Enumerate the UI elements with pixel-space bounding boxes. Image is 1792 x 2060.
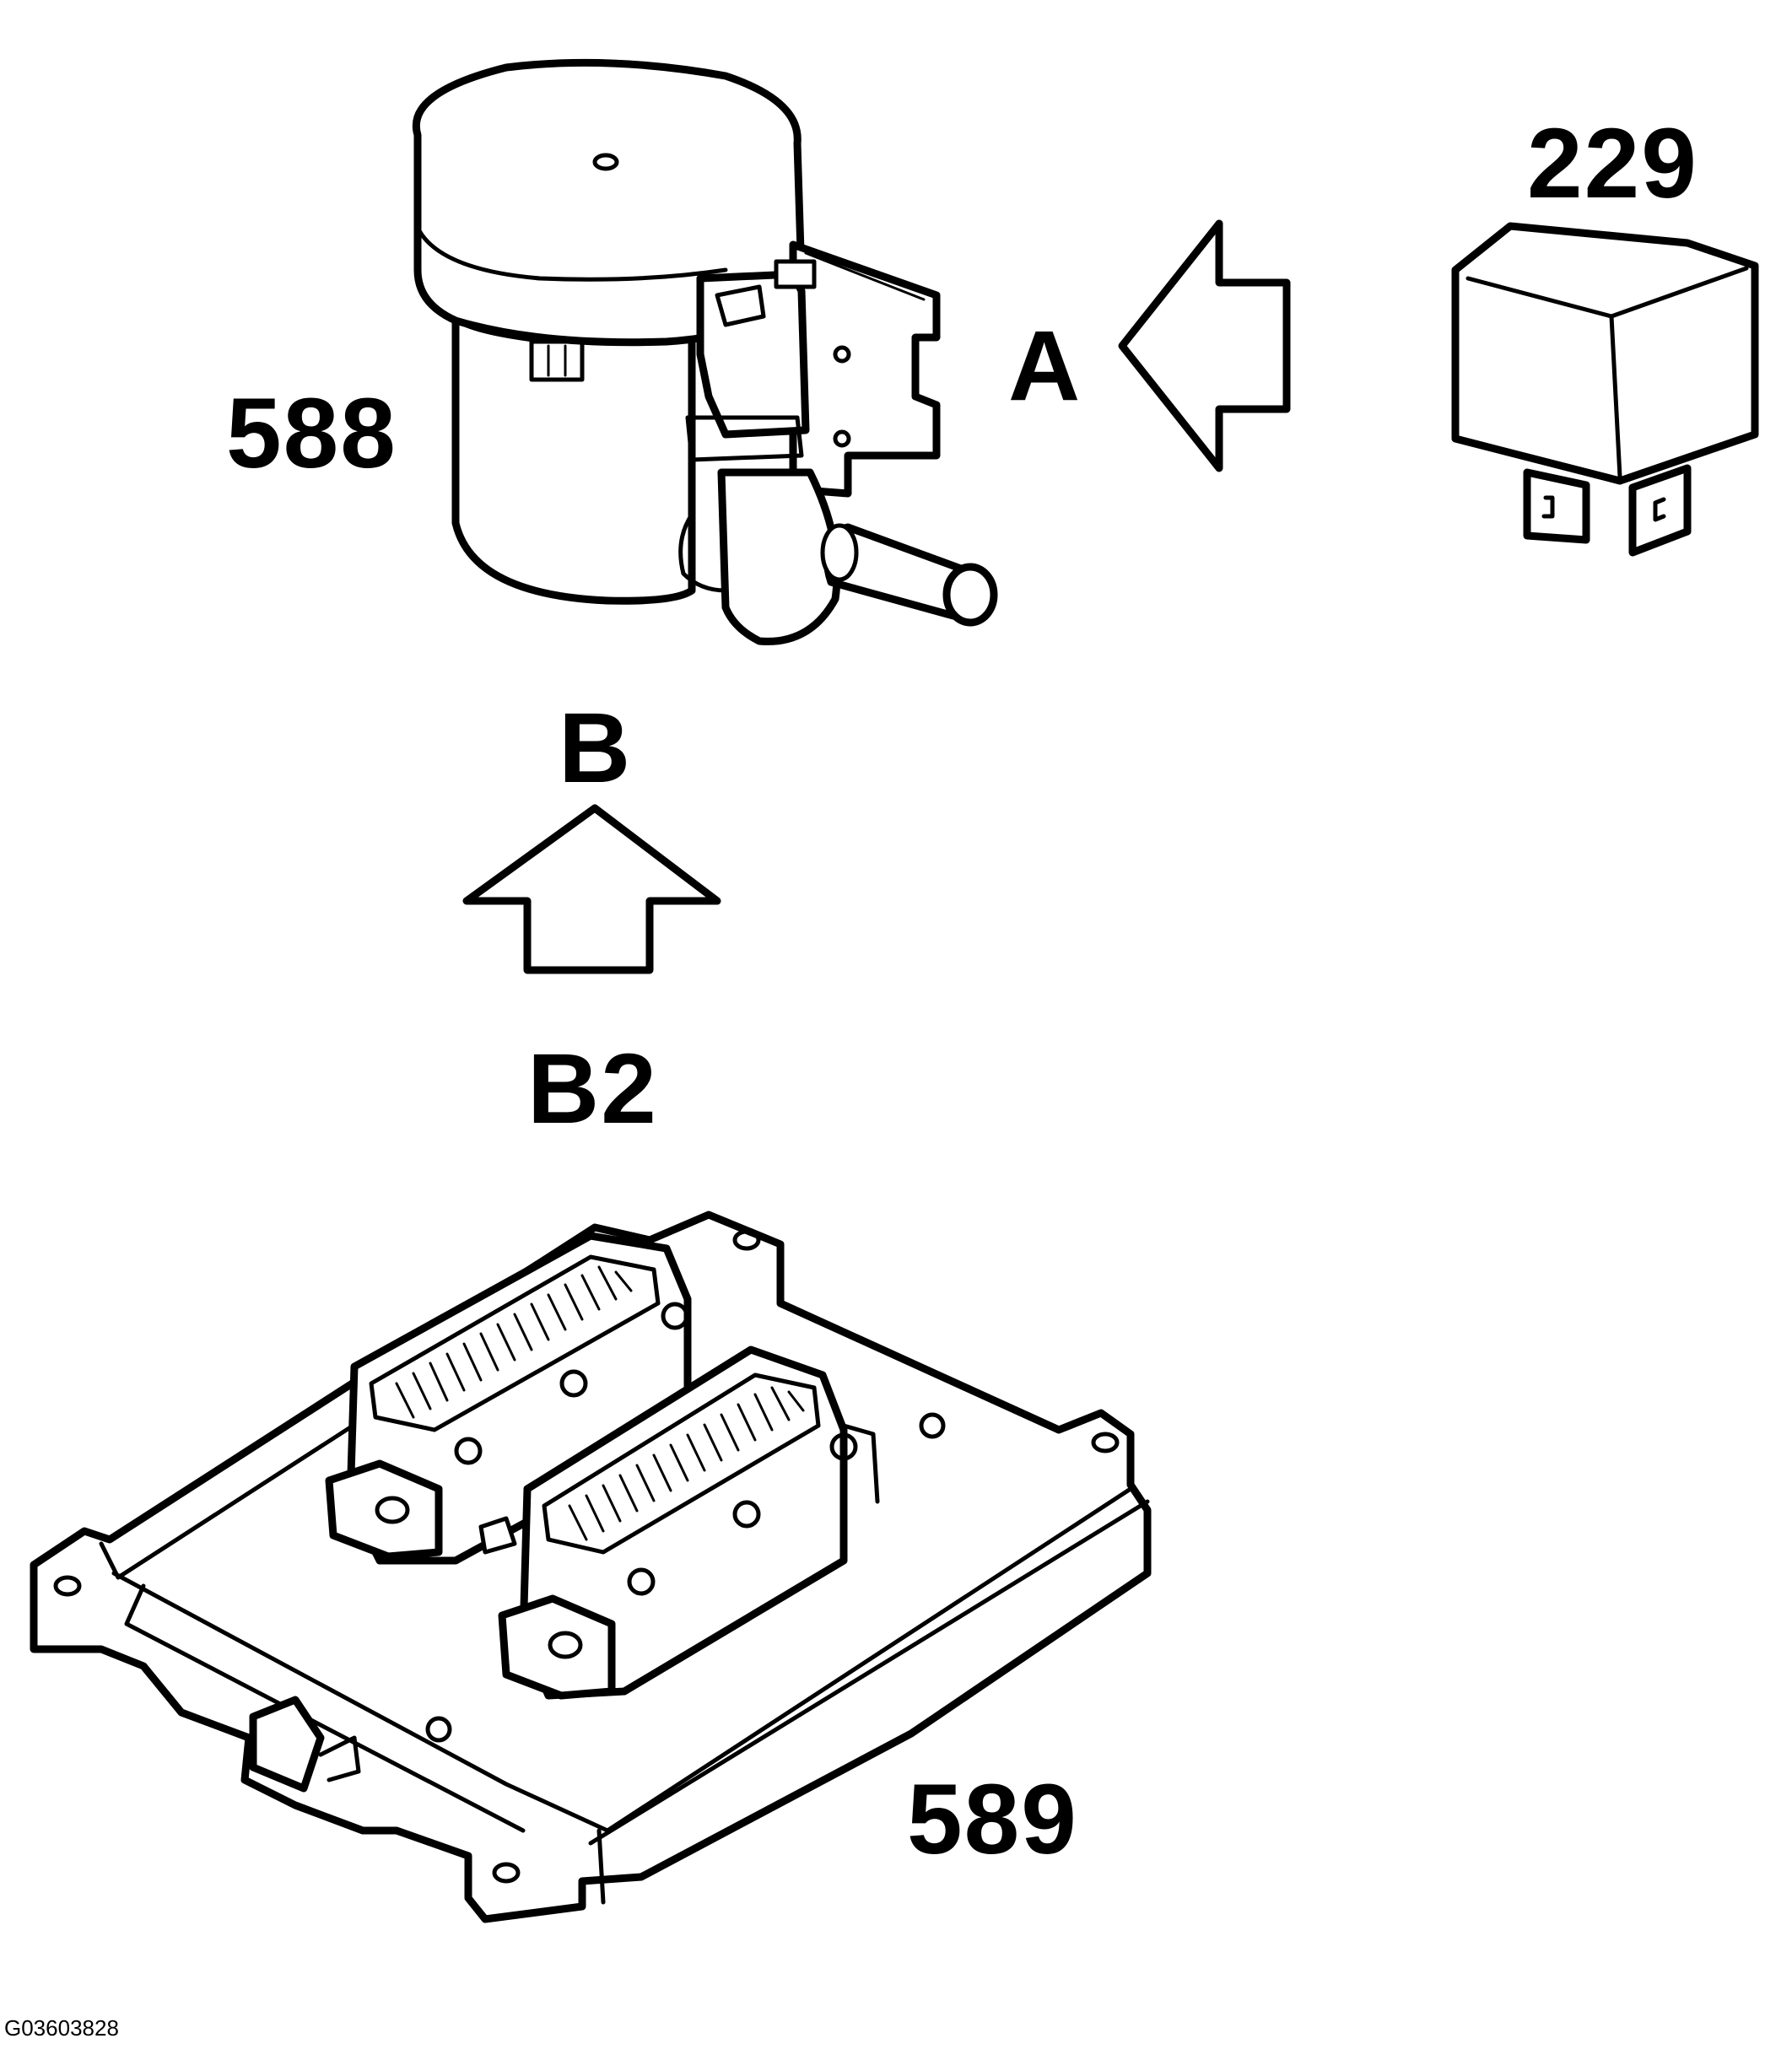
figure-code: G03603828 [4, 2015, 119, 2041]
view-label-b: B [559, 693, 631, 804]
left-arrow-icon [1118, 219, 1291, 472]
component-229-drawing [1451, 222, 1759, 557]
part-number-588: 588 [226, 378, 397, 489]
component-588-drawing [412, 58, 998, 645]
part-number-229: 229 [1527, 108, 1698, 219]
up-arrow-icon [462, 804, 721, 974]
component-589-drawing [30, 1211, 1152, 1923]
connector-label-b2: B2 [527, 1033, 658, 1145]
part-number-589: 589 [907, 1764, 1078, 1875]
view-label-a: A [1008, 310, 1081, 422]
